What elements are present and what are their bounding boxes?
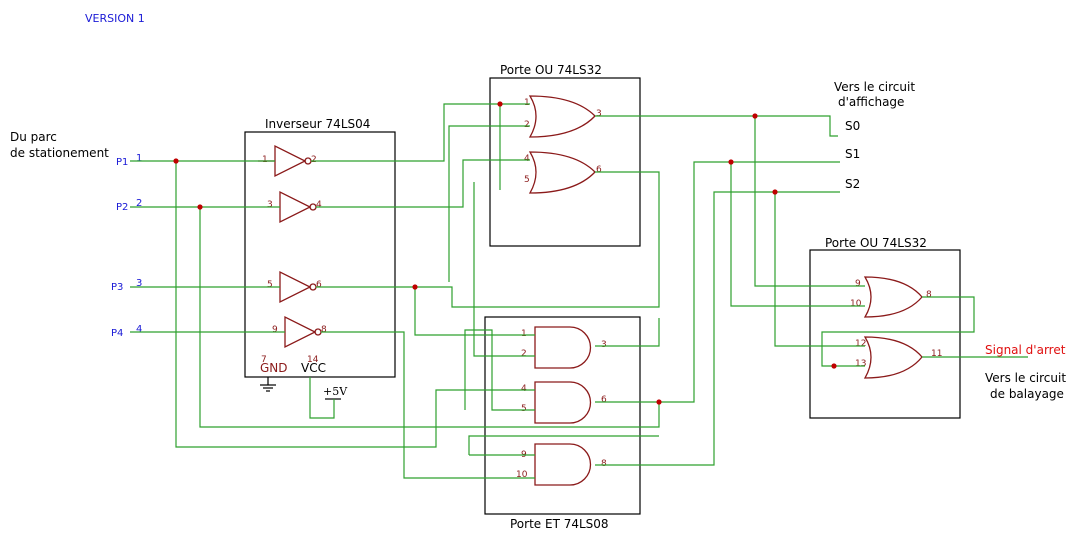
wires bbox=[130, 103, 1028, 479]
inv-pin-6: 6 bbox=[316, 280, 322, 290]
or-right-pin-10: 10 bbox=[850, 299, 862, 309]
input-p2-label: P2 bbox=[116, 202, 128, 213]
or-right-pin-9: 9 bbox=[855, 279, 861, 289]
or-gate-top-1 bbox=[528, 95, 596, 138]
and-pin-1: 1 bbox=[521, 329, 527, 339]
and-pin-10: 10 bbox=[516, 470, 528, 480]
output-s0: S0 bbox=[845, 119, 860, 133]
ground-symbol bbox=[260, 377, 276, 392]
and-pin-6: 6 bbox=[601, 395, 607, 405]
and-gate-1 bbox=[534, 326, 592, 369]
inv-pin-5: 5 bbox=[267, 280, 273, 290]
or-right-pin-13: 13 bbox=[855, 359, 866, 369]
and-gate-2 bbox=[534, 381, 592, 424]
or-right-title: Porte OU 74LS32 bbox=[825, 236, 927, 250]
input-p1-label: P1 bbox=[116, 157, 128, 168]
or-top-title: Porte OU 74LS32 bbox=[500, 63, 602, 77]
and-pin-2: 2 bbox=[521, 349, 527, 359]
display-label-line2: d'affichage bbox=[838, 95, 904, 109]
display-label-line1: Vers le circuit bbox=[834, 80, 915, 94]
gnd-pin: 7 bbox=[261, 355, 267, 365]
inverter-chip bbox=[244, 131, 396, 378]
inverter-gate-2 bbox=[279, 190, 317, 224]
source-label-line1: Du parc bbox=[10, 130, 57, 144]
and-pin-8: 8 bbox=[601, 459, 607, 469]
or-top-pin-2: 2 bbox=[524, 120, 530, 130]
input-p2-num: 2 bbox=[136, 198, 142, 209]
inverter-title: Inverseur 74LS04 bbox=[265, 117, 370, 131]
or-chip-top bbox=[489, 77, 641, 247]
vcc-label: VCC bbox=[301, 361, 326, 375]
and-pin-3: 3 bbox=[601, 340, 607, 350]
input-p4-label: P4 bbox=[111, 328, 123, 339]
and-gate-3 bbox=[534, 443, 592, 486]
and-chip bbox=[484, 316, 641, 515]
vcc-pin: 14 bbox=[307, 355, 319, 365]
inverter-gate-3 bbox=[279, 270, 317, 304]
inv-pin-4: 4 bbox=[316, 200, 322, 210]
stop-signal-label: Signal d'arret bbox=[985, 343, 1066, 357]
gnd-label: GND bbox=[260, 361, 288, 375]
or-top-pin-6: 6 bbox=[596, 165, 602, 175]
or-top-pin-1: 1 bbox=[524, 98, 530, 108]
and-pin-4: 4 bbox=[521, 384, 527, 394]
input-p1-num: 1 bbox=[136, 153, 142, 164]
inv-pin-2: 2 bbox=[311, 155, 317, 165]
junctions bbox=[173, 101, 837, 405]
inv-pin-1: 1 bbox=[262, 155, 268, 165]
input-p4-num: 4 bbox=[136, 324, 142, 335]
input-p3-label: P3 bbox=[111, 282, 123, 293]
or-top-pin-5: 5 bbox=[524, 175, 530, 185]
and-pin-5: 5 bbox=[521, 404, 527, 414]
or-gate-top-2 bbox=[528, 151, 596, 194]
or-gate-right-1 bbox=[863, 276, 923, 318]
or-chip-right bbox=[809, 249, 961, 419]
scan-label-line1: Vers le circuit bbox=[985, 371, 1066, 385]
or-right-pin-8: 8 bbox=[926, 290, 932, 300]
inv-pin-3: 3 bbox=[267, 200, 273, 210]
source-label-line2: de stationement bbox=[10, 146, 109, 160]
or-gate-right-2 bbox=[863, 336, 923, 379]
and-title: Porte ET 74LS08 bbox=[510, 517, 609, 531]
scan-label-line2: de balayage bbox=[990, 387, 1064, 401]
or-right-pin-12: 12 bbox=[855, 339, 866, 349]
or-top-pin-4: 4 bbox=[524, 154, 530, 164]
inv-pin-9: 9 bbox=[272, 325, 278, 335]
or-top-pin-3: 3 bbox=[596, 109, 602, 119]
version-label: VERSION 1 bbox=[85, 12, 145, 25]
or-right-pin-11: 11 bbox=[931, 349, 942, 359]
inverter-gate-4 bbox=[284, 315, 322, 349]
inv-pin-8: 8 bbox=[321, 325, 327, 335]
output-s2: S2 bbox=[845, 177, 860, 191]
input-p3-num: 3 bbox=[136, 278, 142, 289]
supply-label: +5V bbox=[323, 385, 348, 398]
output-s1: S1 bbox=[845, 147, 860, 161]
